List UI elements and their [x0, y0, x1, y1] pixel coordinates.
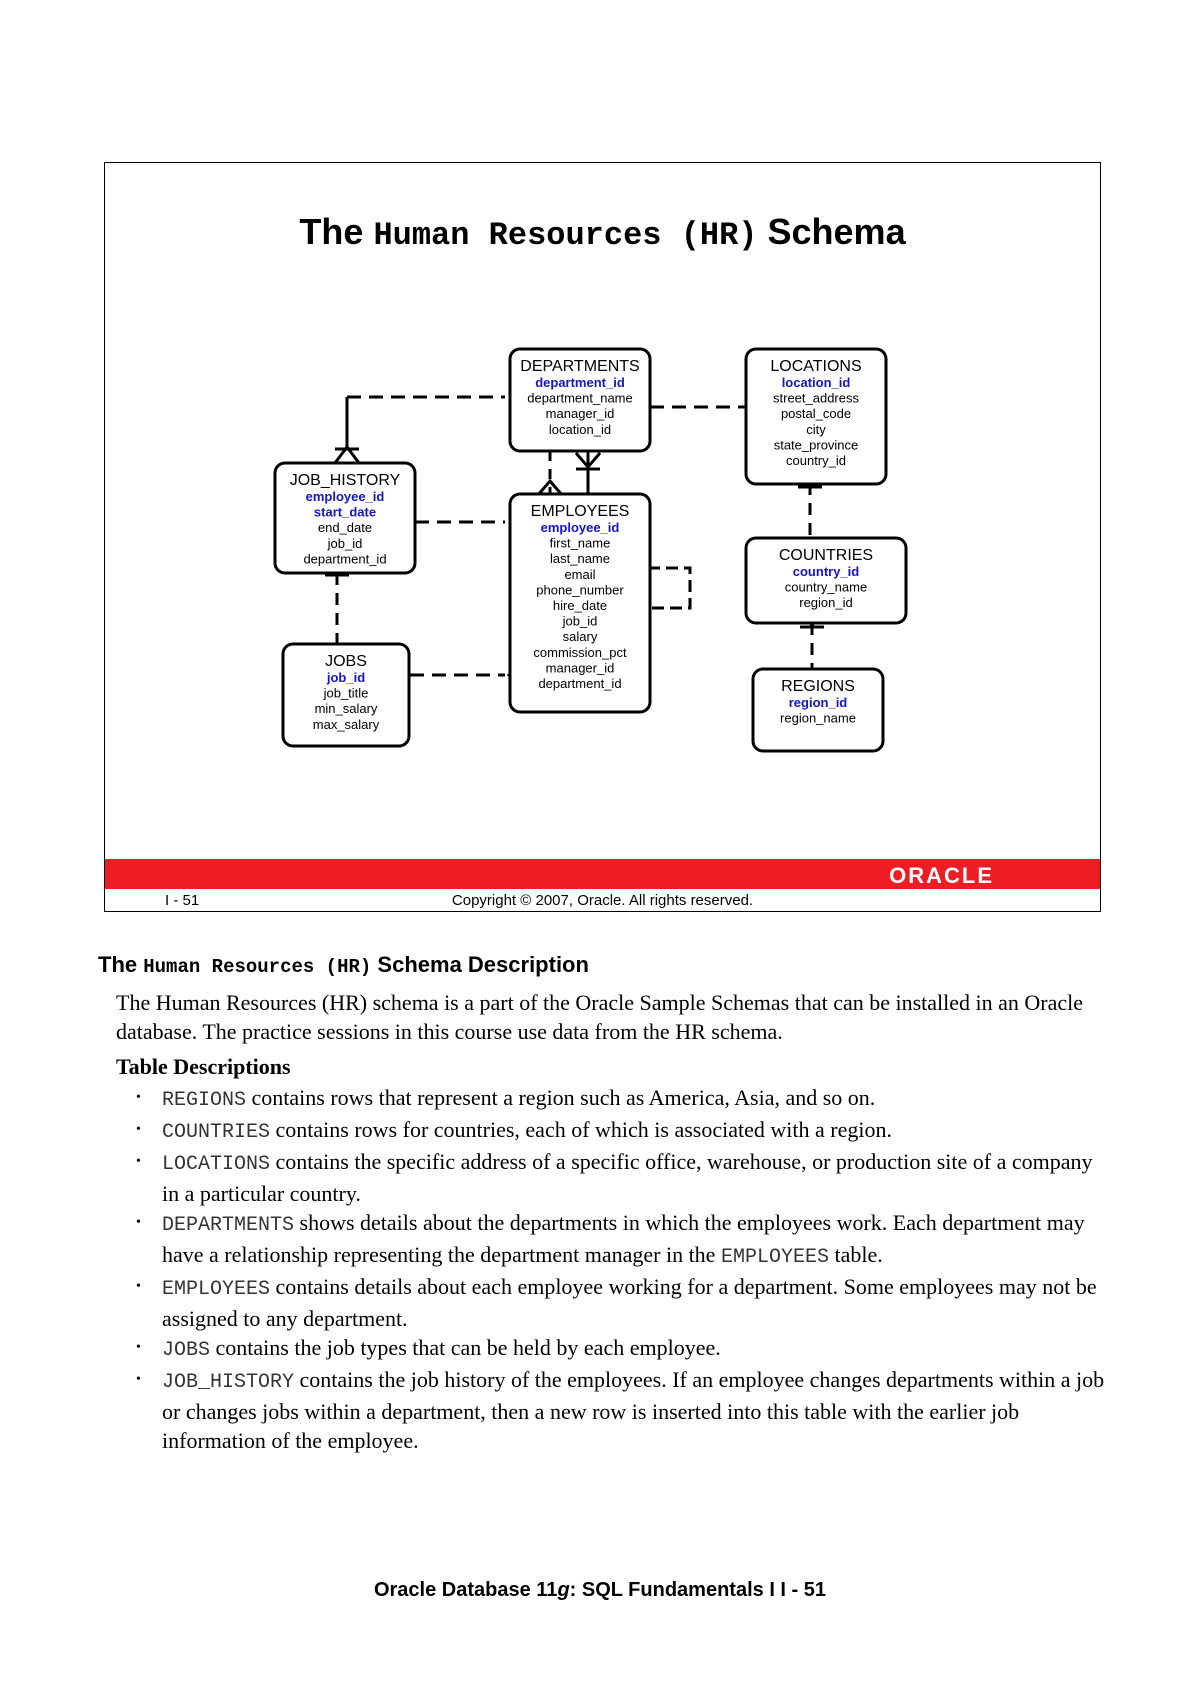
entity-box — [744, 536, 908, 625]
description-heading-mono: Human Resources (HR) — [143, 956, 372, 978]
entity-column: department_name — [527, 391, 633, 406]
list-item: •EMPLOYEES contains details about each e… — [136, 1274, 1097, 1331]
bullet-icon: • — [136, 1154, 141, 1169]
entity-column: last_name — [550, 551, 610, 566]
page-footer: Oracle Database 11g: SQL Fundamentals I … — [373, 1579, 827, 1601]
slide-title-pre: The — [299, 211, 364, 252]
entity-column: job_id — [327, 536, 363, 551]
entity-column: hire_date — [553, 598, 607, 613]
entity-column: city — [806, 422, 826, 437]
description-heading: The Human Resources (HR) Schema Descript… — [98, 952, 589, 978]
entity-box — [744, 347, 888, 486]
entity-column: postal_code — [781, 406, 851, 421]
entity-box — [508, 347, 652, 453]
entity-job-history: JOB_HISTORYemployee_idstart_dateend_date… — [273, 461, 417, 575]
entity-employees: EMPLOYEESemployee_idfirst_namelast_namee… — [508, 492, 652, 714]
entity-key-column: job_id — [326, 670, 365, 685]
table-descriptions-list: •REGIONS contains rows that represent a … — [136, 1083, 1106, 1455]
list-item: •JOB_HISTORY contains the job history of… — [136, 1367, 1105, 1453]
list-item: •DEPARTMENTS shows details about the dep… — [136, 1210, 1085, 1269]
description-heading-pre: The — [98, 952, 138, 977]
oracle-logo: ORACLE — [889, 863, 994, 888]
entity-column: email — [564, 567, 595, 582]
entity-column: department_id — [303, 551, 386, 566]
entity-column: location_id — [549, 422, 611, 437]
bullet-icon: • — [136, 1340, 141, 1355]
entity-column: manager_id — [546, 660, 615, 675]
bullet-icon: • — [136, 1122, 141, 1137]
entity-column: department_id — [538, 676, 621, 691]
slide-title: The Human Resources (HR) Schema — [105, 211, 1100, 254]
entity-key-column: region_id — [789, 695, 848, 710]
entity-box — [751, 667, 885, 753]
entity-name: LOCATIONS — [770, 358, 861, 375]
entity-key-column: start_date — [314, 505, 376, 520]
entity-column: region_id — [799, 595, 853, 610]
list-item: •COUNTRIES contains rows for countries, … — [136, 1117, 892, 1144]
entity-key-column: department_id — [535, 375, 625, 390]
entity-key-column: employee_id — [541, 520, 620, 535]
slide-title-mono: Human Resources (HR) — [373, 217, 758, 254]
entity-column: max_salary — [313, 717, 380, 732]
entity-box — [281, 642, 411, 748]
description-heading-post: Schema Description — [377, 952, 589, 977]
slide-title-post: Schema — [767, 211, 906, 252]
entity-column: street_address — [773, 391, 859, 406]
entity-name: COUNTRIES — [779, 547, 873, 564]
entity-column: manager_id — [546, 406, 615, 421]
table-descriptions-heading: Table Descriptions — [116, 1054, 291, 1079]
entity-column: end_date — [318, 520, 372, 535]
list-item: •LOCATIONS contains the specific address… — [136, 1149, 1093, 1206]
crowfoot-departments-bottom — [574, 452, 602, 470]
entity-key-column: location_id — [782, 375, 851, 390]
list-item: •REGIONS contains rows that represent a … — [136, 1085, 876, 1112]
list-item: •JOBS contains the job types that can be… — [136, 1335, 721, 1362]
entity-column: country_name — [785, 580, 867, 595]
entity-name: JOBS — [325, 653, 367, 670]
entity-name: REGIONS — [781, 678, 855, 695]
entity-column: region_name — [780, 711, 856, 726]
entity-column: salary — [563, 629, 598, 644]
bullet-icon: • — [136, 1215, 141, 1230]
entity-name: EMPLOYEES — [531, 503, 630, 520]
entity-box — [273, 461, 417, 575]
oracle-red-bar: ORACLE — [105, 859, 1100, 889]
entity-key-column: country_id — [793, 564, 860, 579]
crowfoot-employees-top — [536, 478, 564, 496]
entity-column: job_title — [323, 686, 369, 701]
rel-employees-self — [630, 566, 692, 610]
entity-column: first_name — [550, 536, 611, 551]
bullet-icon: • — [136, 1372, 141, 1387]
entity-column: job_id — [562, 614, 598, 629]
slide-copyright: Copyright © 2007, Oracle. All rights res… — [451, 892, 754, 909]
entity-column: phone_number — [536, 582, 624, 597]
entity-box — [508, 492, 652, 714]
crowfoot-jobhistory-top — [333, 444, 361, 464]
entity-departments: DEPARTMENTSdepartment_iddepartment_namem… — [508, 347, 652, 453]
bullet-icon: • — [136, 1090, 141, 1105]
slide-number: I - 51 — [165, 892, 200, 909]
entity-layer: DEPARTMENTSdepartment_iddepartment_namem… — [273, 347, 908, 753]
entity-key-column: employee_id — [306, 489, 385, 504]
entity-column: state_province — [774, 437, 859, 452]
entity-locations: LOCATIONSlocation_idstreet_addresspostal… — [744, 347, 888, 486]
er-diagram: DEPARTMENTSdepartment_iddepartment_namem… — [273, 347, 908, 753]
slide-frame: The Human Resources (HR) Schema — [104, 162, 1101, 912]
entity-column: commission_pct — [533, 645, 627, 660]
description-paragraph: The Human Resources (HR) schema is a par… — [116, 990, 1084, 1044]
bullet-icon: • — [136, 1279, 141, 1294]
entity-column: min_salary — [315, 701, 378, 716]
entity-name: DEPARTMENTS — [520, 358, 639, 375]
entity-column: country_id — [786, 453, 846, 468]
entity-name: JOB_HISTORY — [290, 472, 401, 489]
